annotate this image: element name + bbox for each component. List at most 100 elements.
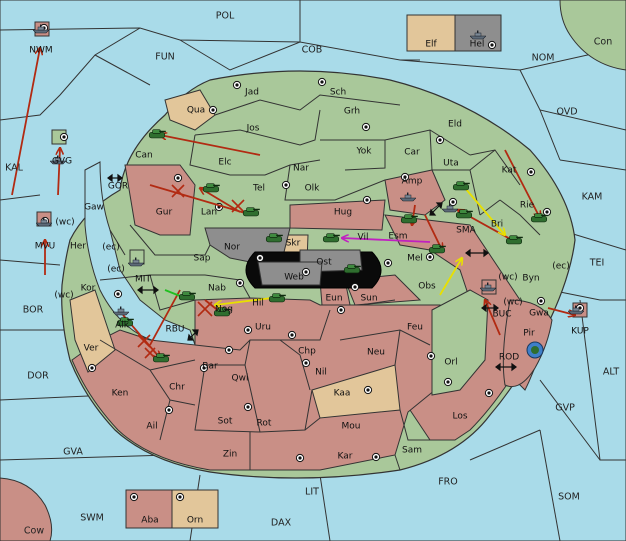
sea-som-label: SOM xyxy=(558,492,580,503)
territory-ost-label: Ost xyxy=(316,258,332,268)
territory-sma-label: SMA xyxy=(456,226,476,236)
territory-vil-label: Vil xyxy=(358,233,369,243)
sea-dax-label: DAX xyxy=(271,518,292,529)
territory-web-label: Web xyxy=(284,273,304,283)
failed-orders xyxy=(137,184,245,359)
territory-rot-label: Rot xyxy=(257,419,272,429)
territory-kar-label: Kar xyxy=(338,452,353,462)
supply-center-dot xyxy=(317,77,327,87)
territory-alk-label: Alk xyxy=(115,321,130,331)
territory-gur-label: Gur xyxy=(156,208,173,218)
territory-kaa-label: Kaa xyxy=(334,389,351,399)
territory-obs-label: Obs xyxy=(418,282,436,292)
supply-center-dot xyxy=(435,135,445,145)
sea-kal-label: KAL xyxy=(5,163,24,174)
territory-mit-label: MIT xyxy=(135,275,151,285)
territory-grh-label: Grh xyxy=(344,107,360,117)
sea-gvp-label: GVP xyxy=(555,403,575,414)
territory-Web[interactable] xyxy=(257,261,323,286)
territory-feu-label: Feu xyxy=(407,323,423,333)
passages xyxy=(107,173,517,372)
territory-Orl[interactable] xyxy=(431,289,489,396)
supply-center-dot xyxy=(224,345,234,355)
territory-can-label: Can xyxy=(135,151,153,161)
supply-center-dot xyxy=(173,173,183,183)
territory-mou-label: Mou xyxy=(342,422,361,432)
supply-center-dot xyxy=(426,351,436,361)
territory-chp-label: Chp xyxy=(298,347,316,357)
supply-center-dot xyxy=(301,358,311,368)
territory-eun-label: Eun xyxy=(325,294,342,304)
territory-gvg-label: GVG xyxy=(52,157,72,167)
supply-center-dot xyxy=(400,172,410,182)
territory-mvu-label: MVU xyxy=(35,242,56,252)
sea-swm-label: SWM xyxy=(80,513,104,524)
territory-gor-label: GOR xyxy=(108,182,128,192)
territory-skr-label: Skr xyxy=(286,239,301,249)
sea-lit-label: LIT xyxy=(305,487,319,498)
supply-center-dot xyxy=(363,385,373,395)
territory-neu-label: Neu xyxy=(367,348,385,358)
territory-jos-label: Jos xyxy=(246,124,260,134)
territory-gwa-label: Gwa xyxy=(529,309,549,319)
territory-rbu-label: RBU xyxy=(165,325,184,335)
sea-ovd-label: OVD xyxy=(556,107,577,118)
supply-center-dot xyxy=(281,180,291,190)
territory-nil-label: Nil xyxy=(315,368,327,378)
territory-nwm-label: NWM xyxy=(29,46,52,56)
territory-aba-label: Aba xyxy=(141,516,158,526)
territory-byn-label: Byn xyxy=(522,274,539,284)
sea-kam-label: KAM xyxy=(582,192,603,203)
supply-center-dot xyxy=(484,388,494,398)
supply-center-dot xyxy=(199,363,209,373)
territory-sch-label: Sch xyxy=(330,88,346,98)
territory-ail-label: Ail xyxy=(146,422,157,432)
territory-bri-label: Bri xyxy=(491,220,503,230)
sea-con-label: Con xyxy=(594,37,612,48)
territory-los-label: Los xyxy=(452,412,467,422)
territory-chr-label: Chr xyxy=(169,383,185,393)
supply-center-dot xyxy=(362,195,372,205)
territory-Gwa[interactable] xyxy=(502,299,553,388)
territory-ver-label: Ver xyxy=(84,344,99,354)
supply-center-dot xyxy=(350,282,360,292)
territory-tel-label: Tel xyxy=(252,184,265,194)
territory-nab-label: Nab xyxy=(208,284,226,294)
supply-center-dot xyxy=(287,330,297,340)
territory-hil-label: Hil xyxy=(252,299,264,309)
supply-center-dot xyxy=(255,253,265,263)
territory-her-label: Her xyxy=(70,242,86,252)
supply-center-dot xyxy=(175,492,185,502)
territory-Con[interactable] xyxy=(559,0,626,71)
territory-nor-label: Nor xyxy=(224,243,240,253)
territory-elc-label: Elc xyxy=(218,158,231,168)
supply-center-dot xyxy=(336,305,346,315)
territory-yok-label: Yok xyxy=(355,147,372,157)
territory-lan-label: Lan xyxy=(201,208,217,218)
territory-orl-label: Orl xyxy=(444,358,457,368)
territory-Cow[interactable] xyxy=(0,477,53,541)
supply-center-dot xyxy=(243,325,253,335)
territory-kor-label: Kor xyxy=(81,284,96,294)
supply-center-dot xyxy=(371,452,381,462)
coast-wc-label: (wc) xyxy=(498,273,517,283)
coast-ec-label: (ec) xyxy=(102,243,120,253)
territory-car-label: Car xyxy=(404,148,420,158)
supply-center-dot xyxy=(536,296,546,306)
sea-dor-label: DOR xyxy=(27,371,49,382)
territory-orn-label: Orn xyxy=(187,516,203,526)
territory-ken-label: Ken xyxy=(112,389,129,399)
territory-eld-label: Eld xyxy=(448,120,462,130)
territory-sun-label: Sun xyxy=(360,294,377,304)
supply-center-dot xyxy=(361,122,371,132)
coast-wc-label: (wc) xyxy=(55,218,74,228)
sea-cow-label: Cow xyxy=(24,526,44,537)
territory-nar-label: Nar xyxy=(293,164,309,174)
territory-mel-label: Mel xyxy=(407,254,423,264)
sea-gva-label: GVA xyxy=(63,447,83,458)
territory-rod-label: ROD xyxy=(499,353,519,363)
supply-center-dot xyxy=(243,402,253,412)
